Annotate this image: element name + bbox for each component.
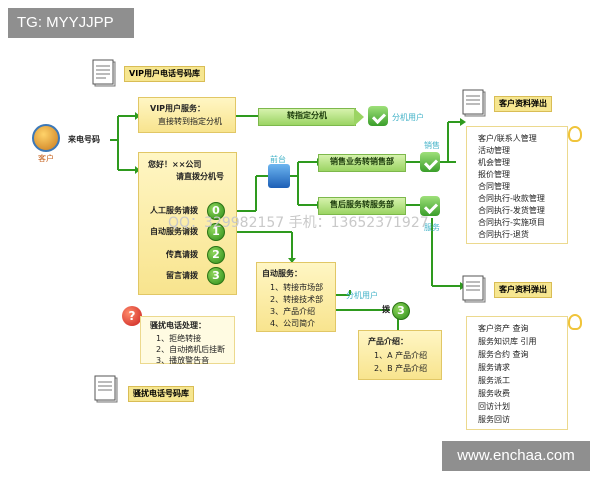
product-intro-box [358, 330, 442, 380]
menu-number-3: 3 [207, 267, 225, 285]
greeting-line-2: 请直拨分机号 [176, 172, 224, 181]
customer-icon [32, 124, 60, 152]
crm-list-item: 服务知识库 引用 [478, 337, 537, 346]
crm-list-item: 服务请求 [478, 363, 510, 372]
site-watermark-tag: www.enchaa.com [442, 441, 590, 471]
bulb-icon [568, 126, 582, 142]
document-icon [462, 89, 486, 117]
crm-list-item: 合同执行-收款管理 [478, 194, 545, 203]
phone-icon [420, 152, 440, 172]
auto-ext-user-label: 分机用户 [346, 291, 378, 300]
auto-service-item: 4、公司简介 [270, 319, 316, 328]
harass-handling-box [140, 316, 235, 364]
crm-list-item: 客户资产 查询 [478, 324, 529, 333]
menu-number-2: 2 [207, 246, 225, 264]
menu-number-1: 1 [207, 223, 225, 241]
customer-label: 客户 [38, 154, 54, 163]
product-intro-item: 2、B 产品介绍 [374, 364, 428, 373]
crm-list-item: 合同执行-实施项目 [478, 218, 545, 227]
crm-list-item: 报价管理 [478, 170, 510, 179]
auto-service-title: 自动服务： [262, 269, 302, 278]
vip-service-desc: 直接转到指定分机 [158, 117, 222, 126]
auto-service-item: 1、转接市场部 [270, 283, 324, 292]
crm-list-item: 合同管理 [478, 182, 510, 191]
customer-info-label: 客户资料弹出 [494, 282, 552, 298]
crm-list-bottom [466, 316, 568, 430]
auto-service-box [256, 262, 336, 332]
menu-item-label: 传真请拨 [166, 250, 198, 259]
extension-user-label: 分机用户 [392, 113, 424, 122]
harass-item: 3、播放警告音 [156, 356, 210, 365]
contact-watermark: QQ：329982157 手机：13652371927 [168, 215, 429, 231]
vip-db-label: VIP用户电话号码库 [124, 66, 206, 82]
harass-item: 1、拒绝转接 [156, 334, 202, 343]
crm-list-item: 合同执行-发货管理 [478, 206, 545, 215]
crm-list-item: 服务回访 [478, 415, 510, 424]
product-intro-item: 1、A 产品介绍 [374, 351, 428, 360]
front-desk-label: 前台 [270, 155, 286, 164]
watermark-tag: TG: MYYJJPP [8, 8, 134, 38]
aftersales-transfer: 售后服务转服务部 [318, 197, 406, 215]
document-icon [462, 275, 486, 303]
crm-list-item: 机会管理 [478, 158, 510, 167]
question-icon: ? [122, 306, 142, 326]
crm-list-item: 回访计划 [478, 402, 510, 411]
crm-list-item: 客户/联系人管理 [478, 134, 537, 143]
vip-service-title: VIP用户服务： [150, 104, 206, 113]
front-desk-icon [268, 164, 290, 188]
crm-list-item: 合同执行-退货 [478, 230, 529, 239]
auto-service-item: 2、转接技术部 [270, 295, 324, 304]
document-icon [94, 375, 118, 403]
transfer-to-extension: 转指定分机 [258, 108, 356, 126]
customer-info-label: 客户资料弹出 [494, 96, 552, 112]
menu-item-label: 留言请拨 [166, 271, 198, 280]
dial-label: 拨 [382, 305, 390, 314]
document-icon [92, 59, 116, 87]
harass-title: 骚扰电话处理： [150, 321, 206, 330]
crm-list-top [466, 126, 568, 244]
greeting-line-1: 您好！××公司 [148, 160, 202, 169]
menu-number-0: 0 [207, 202, 225, 220]
incoming-number-label: 来电号码 [68, 135, 100, 144]
phone-icon [368, 106, 388, 126]
crm-list-item: 服务合约 查询 [478, 350, 529, 359]
harass-db-label: 骚扰电话号码库 [128, 386, 194, 402]
auto-service-item: 3、产品介绍 [270, 307, 316, 316]
phone-icon [420, 196, 440, 216]
crm-list-item: 服务派工 [478, 376, 510, 385]
vip-service-box [138, 97, 236, 133]
arrow-right-icon [354, 108, 364, 126]
menu-item-label: 自动服务请拨 [150, 227, 198, 236]
sales-label: 销售 [424, 141, 440, 150]
crm-list-item: 服务收费 [478, 389, 510, 398]
product-intro-title: 产品介绍： [368, 337, 408, 346]
harass-item: 2、自动摘机后挂断 [156, 345, 226, 354]
service-label: 服务 [424, 223, 440, 232]
menu-item-label: 人工服务请拨 [150, 206, 198, 215]
sales-transfer: 销售业务转销售部 [318, 154, 406, 172]
crm-list-item: 活动管理 [478, 146, 510, 155]
bulb-icon [568, 314, 582, 330]
menu-number-3: 3 [392, 302, 410, 320]
